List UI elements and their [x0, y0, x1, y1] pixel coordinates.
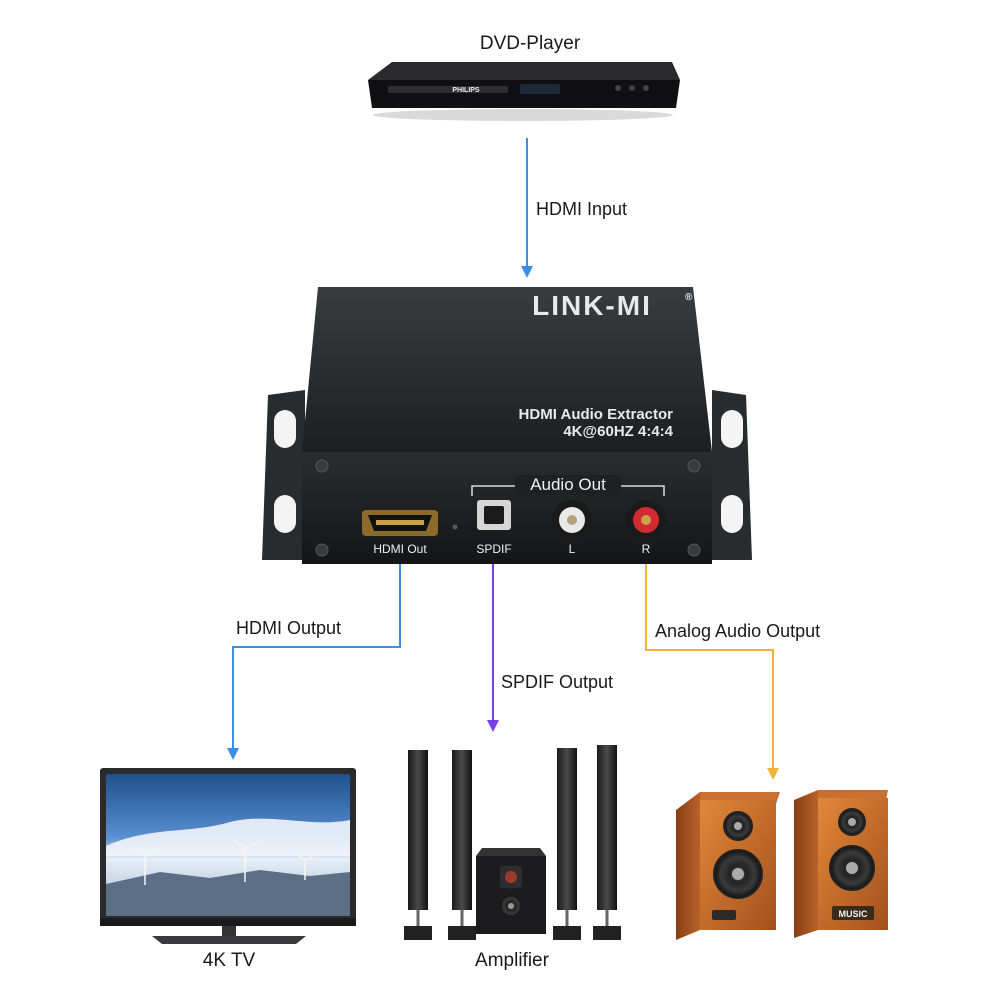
dvd-player-shadow	[373, 109, 673, 121]
dvd-button	[615, 85, 621, 91]
tv-stand-neck	[222, 926, 236, 936]
dvd-button	[643, 85, 649, 91]
spdif-output-arrow	[487, 720, 499, 732]
analog-output-arrow	[767, 768, 779, 780]
tv-screen-windmills	[134, 839, 314, 885]
dvd-brand-logo: PHILIPS	[452, 87, 480, 94]
speaker-right: MUSIC	[794, 790, 888, 938]
connection-lines: HDMI Input HDMI Output SPDIF Output Anal…	[227, 138, 820, 780]
mounting-slot	[721, 410, 743, 448]
panel-screw	[687, 543, 701, 557]
rca-right-pin	[641, 515, 651, 525]
dvd-player: DVD-Player PHILIPS	[368, 33, 680, 121]
dvd-button	[629, 85, 635, 91]
tv-stand-base	[152, 936, 306, 944]
dvd-player-label: DVD-Player	[480, 33, 581, 54]
tv-chin	[100, 918, 356, 926]
rca-left-label: L	[569, 542, 576, 556]
audio-out-label-bg	[515, 475, 621, 495]
disc-tray	[388, 86, 508, 93]
spdif-output-label: SPDIF Output	[501, 672, 613, 692]
hdmi-output-line	[232, 560, 401, 752]
extractor-model-line1: HDMI Audio Extractor	[519, 406, 674, 423]
speaker-left	[676, 792, 780, 940]
panel-screw	[315, 459, 329, 473]
status-led	[452, 524, 458, 530]
panel-screw	[315, 543, 329, 557]
tv-label: 4K TV	[203, 950, 256, 971]
hdmi-out-port-pins	[376, 520, 424, 525]
tower-speaker	[404, 750, 432, 940]
speaker-badge	[832, 906, 874, 920]
tv-screen-clouds	[106, 818, 350, 856]
extractor-top	[302, 287, 712, 452]
subwoofer	[476, 848, 546, 934]
dvd-display	[520, 84, 560, 94]
tower-speaker	[593, 745, 621, 940]
spdif-port-socket	[484, 506, 504, 524]
hdmi-input-label: HDMI Input	[536, 199, 627, 219]
tv-screen-hills	[106, 870, 350, 916]
mounting-slot	[721, 495, 743, 533]
hdmi-audio-extractor: LINK-MI ® HDMI Audio Extractor 4K@60HZ 4…	[262, 287, 752, 564]
amplifier-label: Amplifier	[475, 950, 550, 971]
extractor-model-line2: 4K@60HZ 4:4:4	[563, 423, 673, 440]
analog-output-line	[645, 560, 774, 772]
mounting-slot	[274, 495, 296, 533]
mounting-slot	[274, 410, 296, 448]
rca-left-pin	[567, 515, 577, 525]
hdmi-out-port-label: HDMI Out	[373, 542, 427, 556]
hdmi-output-label: HDMI Output	[236, 618, 341, 638]
amplifier-system: Amplifier	[404, 745, 621, 971]
tower-speaker	[448, 750, 476, 940]
bookshelf-speakers: MUSIC	[676, 790, 888, 940]
speaker-badge-text: MUSIC	[839, 909, 869, 919]
rca-right-label: R	[642, 542, 651, 556]
audio-out-label: Audio Out	[530, 475, 606, 494]
tower-speaker	[553, 748, 581, 940]
dvd-player-top	[368, 62, 680, 80]
hdmi-output-arrow	[227, 748, 239, 760]
panel-screw	[687, 459, 701, 473]
extractor-brand-logo: LINK-MI	[532, 290, 652, 321]
analog-output-label: Analog Audio Output	[655, 621, 820, 641]
hdmi-input-arrow	[521, 266, 533, 278]
spdif-port-label: SPDIF	[476, 542, 511, 556]
tv: 4K TV	[100, 768, 356, 971]
registered-mark: ®	[685, 292, 693, 303]
